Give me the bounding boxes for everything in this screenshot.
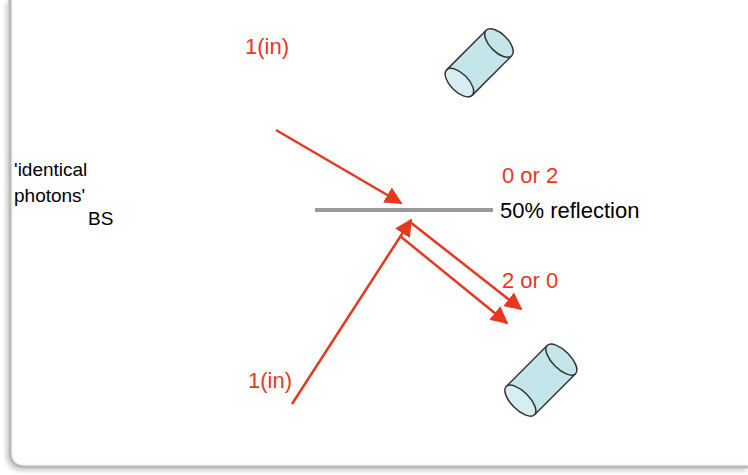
- photon-count: 2 or 0: [502, 268, 558, 294]
- beam-splitter: [315, 208, 493, 212]
- component-label: 50% reflection: [500, 198, 639, 224]
- detector: [500, 339, 582, 421]
- input-beam: [292, 220, 411, 404]
- photon-count: 1(in): [245, 34, 289, 60]
- note: 'identical photons': [14, 157, 118, 209]
- input-beam: [276, 130, 401, 203]
- photon-count: 0 or 2: [502, 163, 558, 189]
- component-label: BS: [88, 206, 113, 232]
- output-beam: [400, 236, 507, 323]
- output-beam: [410, 222, 521, 309]
- detector: [440, 24, 518, 102]
- photon-count: 1(in): [248, 368, 292, 394]
- frame: [10, 0, 748, 467]
